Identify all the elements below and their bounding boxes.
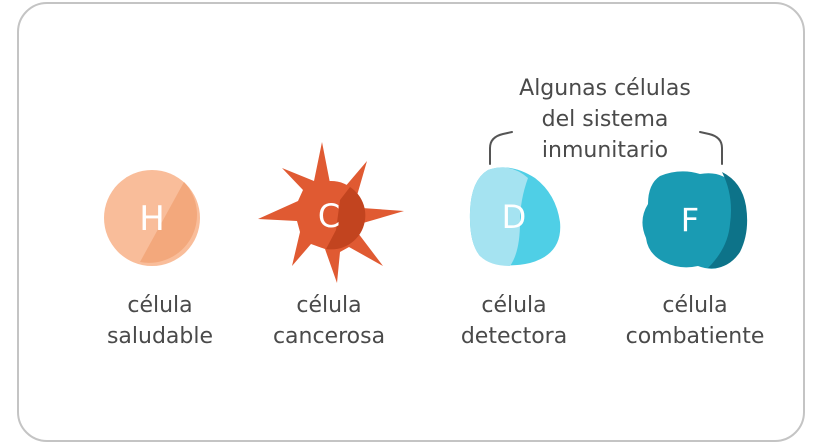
- detector-cell-letter: D: [502, 198, 527, 236]
- left-bracket: [489, 131, 513, 165]
- caption-line: detectora: [460, 324, 568, 349]
- healthy-cell-shade: [130, 180, 205, 269]
- detector-cell-highlight: [469, 167, 528, 266]
- right-bracket: [699, 131, 723, 165]
- cancer-cell-letter: C: [318, 197, 340, 235]
- immune-label-line: inmunitario: [541, 138, 669, 163]
- cell-diagram: H C D F: [104, 131, 748, 283]
- fighter-cell-caption: célula combatiente: [595, 290, 795, 352]
- caption-line: cancerosa: [272, 324, 386, 349]
- immune-label-line: Algunas células: [519, 76, 691, 101]
- caption-line: combatiente: [625, 324, 765, 349]
- fighter-cell-body: [642, 171, 745, 269]
- fighter-cell-shade: [708, 172, 748, 269]
- fighter-cell: F: [642, 171, 748, 269]
- fighter-cell-letter: F: [681, 201, 699, 239]
- immune-label-line: del sistema: [541, 107, 669, 132]
- healthy-cell-letter: H: [139, 199, 165, 239]
- detector-cell: D: [469, 167, 561, 266]
- caption-line: célula: [127, 293, 193, 318]
- caption-line: célula: [662, 293, 728, 318]
- immune-system-label: Algunas células del sistema inmunitario: [480, 73, 730, 166]
- cancer-cell: C: [258, 142, 404, 283]
- caption-line: célula: [296, 293, 362, 318]
- healthy-cell: H: [104, 170, 205, 269]
- detector-cell-caption: célula detectora: [414, 290, 614, 352]
- caption-line: célula: [481, 293, 547, 318]
- cancer-cell-caption: célula cancerosa: [229, 290, 429, 352]
- caption-line: saludable: [106, 324, 214, 349]
- cancer-cell-shade: [326, 187, 366, 250]
- healthy-cell-caption: célula saludable: [60, 290, 260, 352]
